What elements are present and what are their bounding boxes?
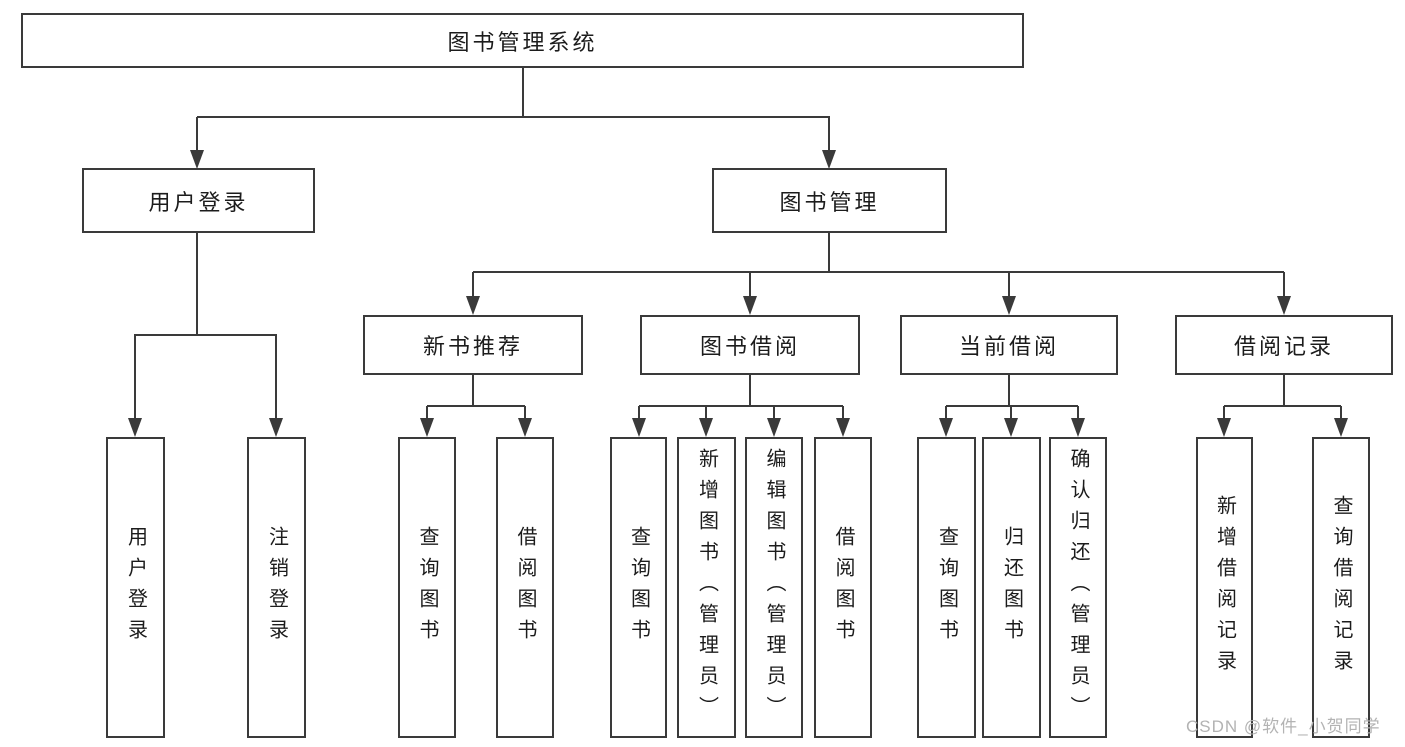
edge-line xyxy=(945,375,1079,419)
leaf-label: 借阅图书 xyxy=(514,525,536,650)
arrowhead-down xyxy=(128,418,142,437)
arrowhead-down xyxy=(822,150,836,169)
arrowhead-down xyxy=(1004,418,1018,437)
edge-line xyxy=(134,233,277,419)
arrowhead-down xyxy=(699,418,713,437)
arrowhead-down xyxy=(632,418,646,437)
node-current-borrow: 当前借阅 xyxy=(900,315,1118,375)
edge-root-to-level2 xyxy=(190,68,836,169)
leaf-label: 新增借阅记录 xyxy=(1213,494,1236,681)
arrowhead-down xyxy=(518,418,532,437)
leaf-label: 查询图书 xyxy=(627,525,650,650)
edge-new-book-recommend-children xyxy=(420,375,532,437)
arrowhead-down xyxy=(743,296,757,315)
arrowhead-down xyxy=(1334,418,1348,437)
node-label: 新书推荐 xyxy=(422,334,523,359)
edge-current-borrow-children xyxy=(939,375,1085,437)
node-book-borrow: 图书借阅 xyxy=(640,315,860,375)
leaf-label: 归还图书 xyxy=(1000,525,1023,650)
edge-book-borrow-children xyxy=(632,375,850,437)
leaf-label: 查询借阅记录 xyxy=(1330,494,1352,681)
node-user-login: 用户登录 xyxy=(82,168,315,233)
leaf-query-books-borrow: 查询图书 xyxy=(610,437,667,738)
arrowhead-down xyxy=(767,418,781,437)
leaf-borrow-books: 借阅图书 xyxy=(814,437,872,738)
arrowhead-down xyxy=(190,150,204,169)
node-label: 当前借阅 xyxy=(958,334,1059,359)
leaf-label: 用户登录 xyxy=(124,525,147,650)
node-library-management-system: 图书管理系统 xyxy=(21,13,1024,68)
leaf-label: 确认归还（管理员） xyxy=(1067,448,1089,727)
leaf-query-books-current: 查询图书 xyxy=(917,437,976,738)
arrowhead-down xyxy=(1071,418,1085,437)
node-label: 图书管理 xyxy=(779,189,880,215)
arrowhead-down xyxy=(466,296,480,315)
node-borrow-records: 借阅记录 xyxy=(1175,315,1393,375)
leaf-add-books-admin: 新增图书（管理员） xyxy=(677,437,736,738)
csdn-watermark: CSDN @软件_小贺同学 xyxy=(1186,717,1381,736)
arrowhead-down xyxy=(939,418,953,437)
arrowhead-down xyxy=(836,418,850,437)
leaf-label: 借阅图书 xyxy=(832,525,854,650)
leaf-label: 编辑图书（管理员） xyxy=(763,448,785,727)
node-new-book-recommend: 新书推荐 xyxy=(363,315,583,375)
node-label: 用户登录 xyxy=(148,189,249,215)
leaf-label: 查询图书 xyxy=(935,525,958,650)
leaf-borrow-books-recommend: 借阅图书 xyxy=(496,437,554,738)
edge-borrow-records-children xyxy=(1217,375,1348,437)
arrowhead-down xyxy=(1277,296,1291,315)
node-label: 借阅记录 xyxy=(1233,334,1334,359)
leaf-logout: 注销登录 xyxy=(247,437,306,738)
leaf-confirm-return-admin: 确认归还（管理员） xyxy=(1049,437,1107,738)
leaf-add-borrow-record: 新增借阅记录 xyxy=(1196,437,1253,738)
edge-line xyxy=(426,375,526,419)
edge-line xyxy=(472,233,1285,297)
node-label: 图书管理系统 xyxy=(447,29,598,55)
arrowhead-down xyxy=(269,418,283,437)
arrowhead-down xyxy=(420,418,434,437)
edge-line xyxy=(196,68,830,151)
node-label: 图书借阅 xyxy=(699,334,800,359)
leaf-edit-books-admin: 编辑图书（管理员） xyxy=(745,437,803,738)
leaf-user-login: 用户登录 xyxy=(106,437,165,738)
leaf-label: 查询图书 xyxy=(416,525,438,650)
leaf-label: 注销登录 xyxy=(265,525,288,650)
leaf-return-books: 归还图书 xyxy=(982,437,1041,738)
arrowhead-down xyxy=(1217,418,1231,437)
leaf-query-books-recommend: 查询图书 xyxy=(398,437,456,738)
edge-line xyxy=(638,375,844,419)
node-book-management: 图书管理 xyxy=(712,168,947,233)
leaf-label: 新增图书（管理员） xyxy=(695,448,718,727)
arrowhead-down xyxy=(1002,296,1016,315)
edge-book-management-children xyxy=(466,233,1291,315)
leaf-query-borrow-record: 查询借阅记录 xyxy=(1312,437,1370,738)
edge-user-login-children xyxy=(128,233,283,437)
edge-line xyxy=(1223,375,1342,419)
